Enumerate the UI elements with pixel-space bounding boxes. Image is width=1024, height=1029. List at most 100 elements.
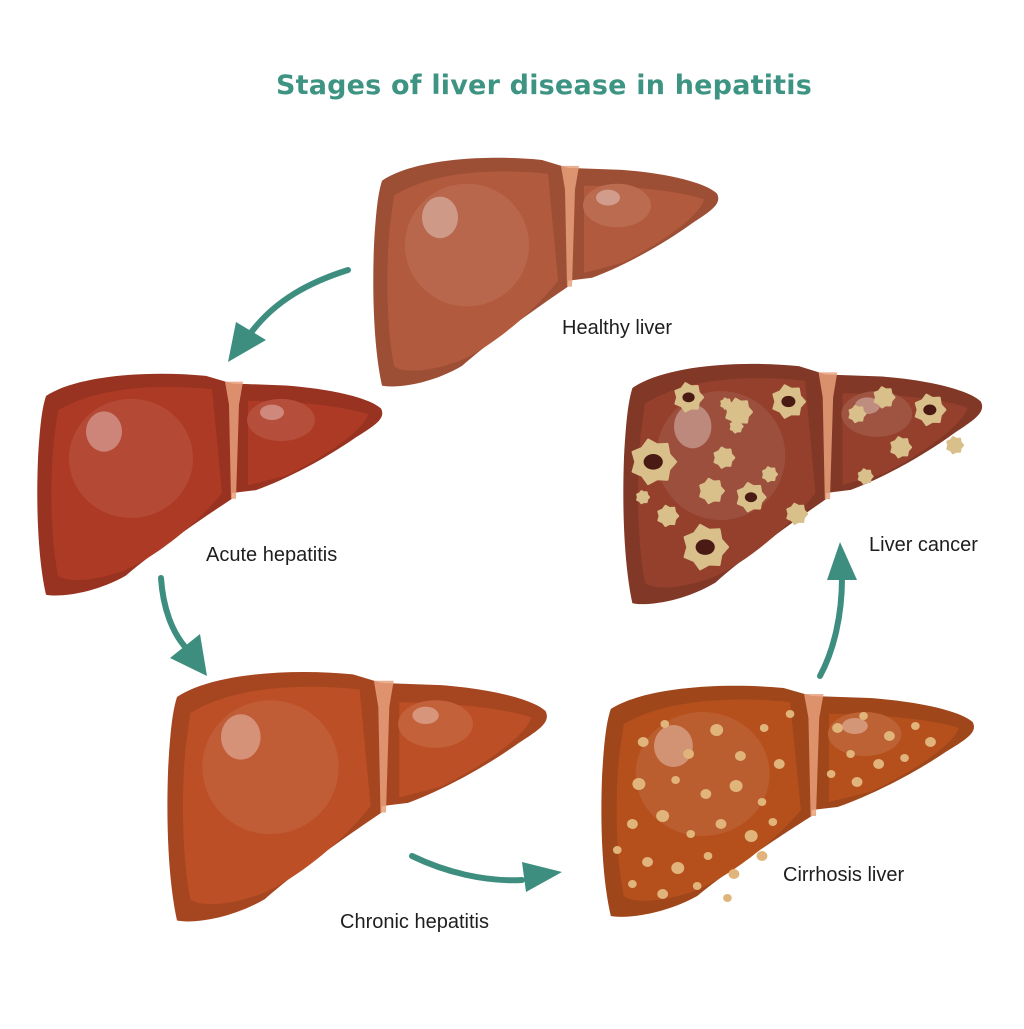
tumor-mass [857,468,874,485]
tumor-core [923,404,937,416]
cirrhosis-nodule [656,810,670,822]
tumor-mass [848,404,867,424]
diagram-title: Stages of liver disease in hepatitis [275,70,813,101]
label-chronic-hepatitis: Chronic hepatitis [340,911,489,933]
cirrhosis-nodule [826,770,836,778]
cirrhosis-nodule [627,819,638,829]
liver-highlight [422,196,458,239]
tumor-mass [699,477,725,505]
liver-highlight [841,718,868,734]
cirrhosis-nodule [773,759,785,769]
arrow-head [170,634,207,676]
tumor-mass [873,386,896,409]
cirrhosis-nodule [832,723,843,733]
cirrhosis-nodule [710,724,724,736]
cirrhosis-nodule [642,857,653,867]
tumor-core [643,454,663,470]
liver-shine [247,398,315,442]
cirrhosis-nodule [723,894,732,902]
label-acute-hepatitis: Acute hepatitis [206,544,338,566]
label-cirrhosis-liver: Cirrhosis liver [783,864,905,886]
tumor-mass [713,446,736,469]
liver-shine [398,700,473,748]
cirrhosis-liver-illustration [601,685,974,917]
liver-highlight [260,404,284,420]
cirrhosis-nodule [911,722,920,730]
cirrhosis-nodule [873,759,885,769]
tumor-core [682,392,695,403]
liver-highlight [596,189,620,206]
liver-highlight [412,706,439,724]
cirrhosis-nodule [851,777,863,787]
tumor-core [744,492,758,503]
cirrhosis-nodule [612,846,622,854]
cirrhosis-nodule [757,798,767,806]
cirrhosis-nodule [671,862,685,874]
tumor-mass [946,436,965,455]
liver-highlight [654,725,693,767]
liver-shine [405,183,529,307]
arrow-head [228,322,266,362]
cirrhosis-nodule [900,754,909,762]
tumor-core [695,539,715,555]
arrow-healthy-to-acute [228,267,351,362]
liver-shine [69,398,193,518]
arrow-acute-to-chronic [158,575,207,676]
acute-hepatitis-liver-illustration [37,373,383,596]
tumor-mass [636,490,651,505]
cirrhosis-nodule [729,780,743,792]
cirrhosis-nodule [884,731,895,741]
cirrhosis-nodule [671,776,680,784]
liver-cancer-illustration [623,363,983,605]
label-liver-cancer: Liver cancer [869,534,978,556]
arrow-shaft [158,575,189,651]
tumor-mass [657,504,680,528]
cirrhosis-nodule [925,737,936,747]
cirrhosis-nodule [657,889,669,899]
label-healthy-liver: Healthy liver [562,317,673,339]
liver-shine [635,712,770,836]
cirrhosis-nodule [700,789,712,799]
cirrhosis-nodule [637,737,649,747]
cirrhosis-nodule [759,724,769,732]
cirrhosis-nodule [628,880,637,888]
tumor-core [781,395,796,408]
liver-shine [202,700,339,835]
cirrhosis-nodule [785,710,795,718]
arrow-shaft [817,575,845,679]
cirrhosis-nodule [686,830,696,838]
cirrhosis-nodule [632,778,646,790]
tumor-mass [890,436,913,459]
tumor-mass [720,397,733,410]
cirrhosis-nodule [756,851,768,861]
arrow-cirrhosis-to-cancer [817,542,857,679]
cirrhosis-nodule [683,749,694,759]
chronic-hepatitis-liver-illustration [167,671,547,922]
cirrhosis-nodule [735,751,746,761]
tumor-mass [786,502,809,525]
arrow-head [827,542,857,580]
cirrhosis-nodule [744,830,758,842]
cirrhosis-nodule [660,720,670,728]
liver-shine [583,183,651,228]
healthy-liver-illustration [373,157,719,387]
tumor-mass [729,419,744,434]
cirrhosis-nodule [846,750,855,758]
cirrhosis-nodule [692,882,702,890]
cirrhosis-nodule [768,818,778,826]
cirrhosis-nodule [728,869,740,879]
arrow-shaft [247,267,351,337]
arrow-shaft [409,853,525,884]
arrow-chronic-to-cirrhosis [409,853,562,892]
cirrhosis-nodule [703,852,713,860]
cirrhosis-nodule [859,712,868,720]
tumor-mass [725,397,754,427]
liver-highlight [674,404,712,449]
arrow-head [522,862,562,892]
tumor-mass [762,466,778,483]
liver-highlight [86,411,122,452]
liver-highlight [221,714,261,760]
cirrhosis-nodule [715,819,727,829]
